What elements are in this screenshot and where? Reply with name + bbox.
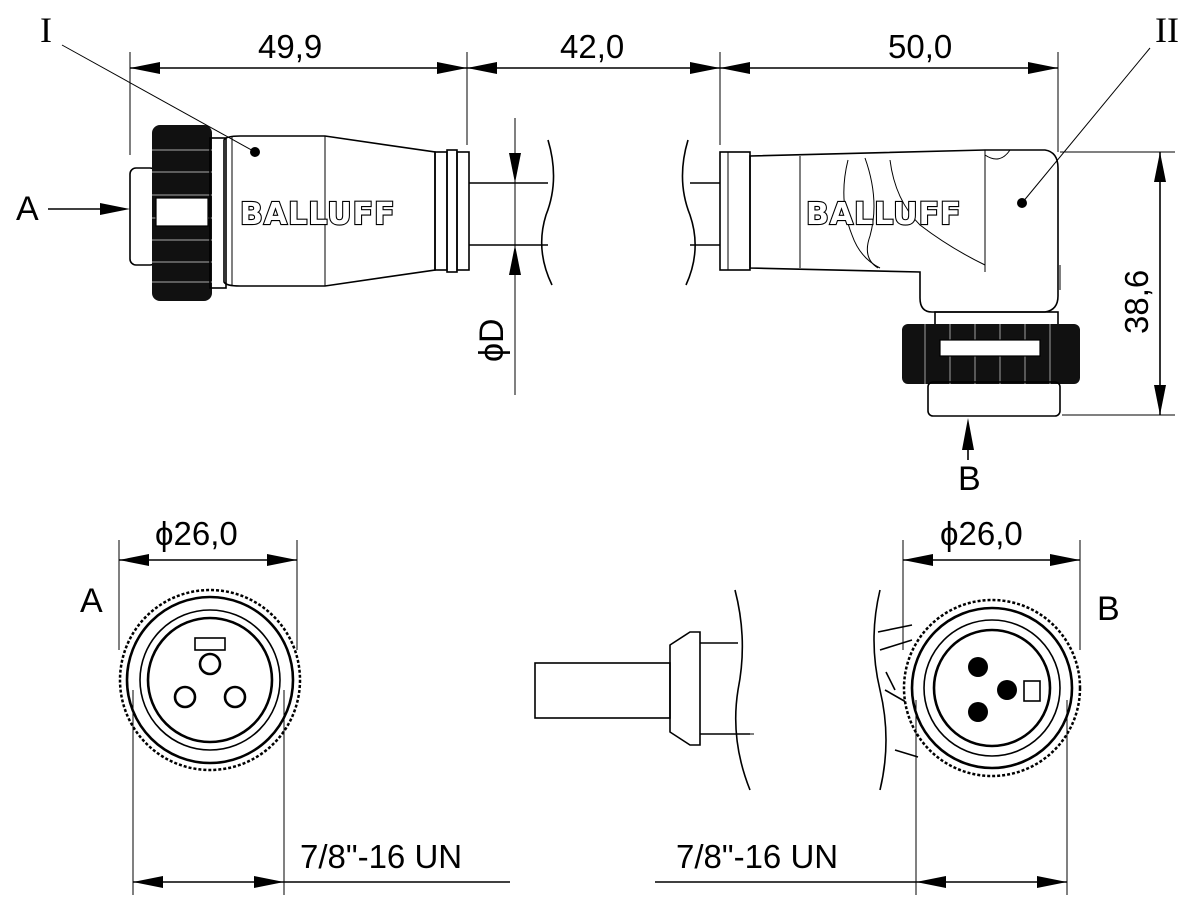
label-view-a: A xyxy=(16,190,39,228)
dim-diameter-a: ϕ26,0 xyxy=(155,515,238,552)
dim-length-cable: 42,0 xyxy=(560,28,624,65)
cable-diameter-dimension xyxy=(509,118,521,395)
dim-length-straight: 49,9 xyxy=(258,28,322,65)
label-diameter-d: ϕD xyxy=(473,318,511,362)
dim-height-angled: 38,6 xyxy=(1118,270,1155,334)
angled-connector xyxy=(719,149,1080,417)
label-view-b: B xyxy=(958,460,981,498)
brand-logo-straight: BALLUFF xyxy=(240,197,396,232)
view-arrows xyxy=(48,203,974,460)
view-b-front xyxy=(655,540,1082,895)
cable-left xyxy=(469,139,555,286)
cable-right xyxy=(681,139,720,286)
dim-thread-a: 7/8"-16 UN xyxy=(300,838,462,875)
dim-thread-b: 7/8"-16 UN xyxy=(676,838,838,875)
height-dimension xyxy=(1060,151,1175,416)
dim-diameter-b: ϕ26,0 xyxy=(940,515,1023,552)
straight-connector xyxy=(129,125,470,301)
label-part-I: I xyxy=(40,10,52,50)
dim-length-angled: 50,0 xyxy=(888,28,952,65)
top-dimension-lines xyxy=(129,52,1059,155)
label-view-b-front: B xyxy=(1097,590,1120,628)
view-cable-side xyxy=(534,589,919,791)
brand-logo-angled: BALLUFF xyxy=(806,197,962,232)
view-a-front xyxy=(118,540,510,895)
label-part-II: II xyxy=(1155,10,1179,50)
label-view-a-front: A xyxy=(80,582,103,620)
leader-lines xyxy=(61,44,1151,204)
